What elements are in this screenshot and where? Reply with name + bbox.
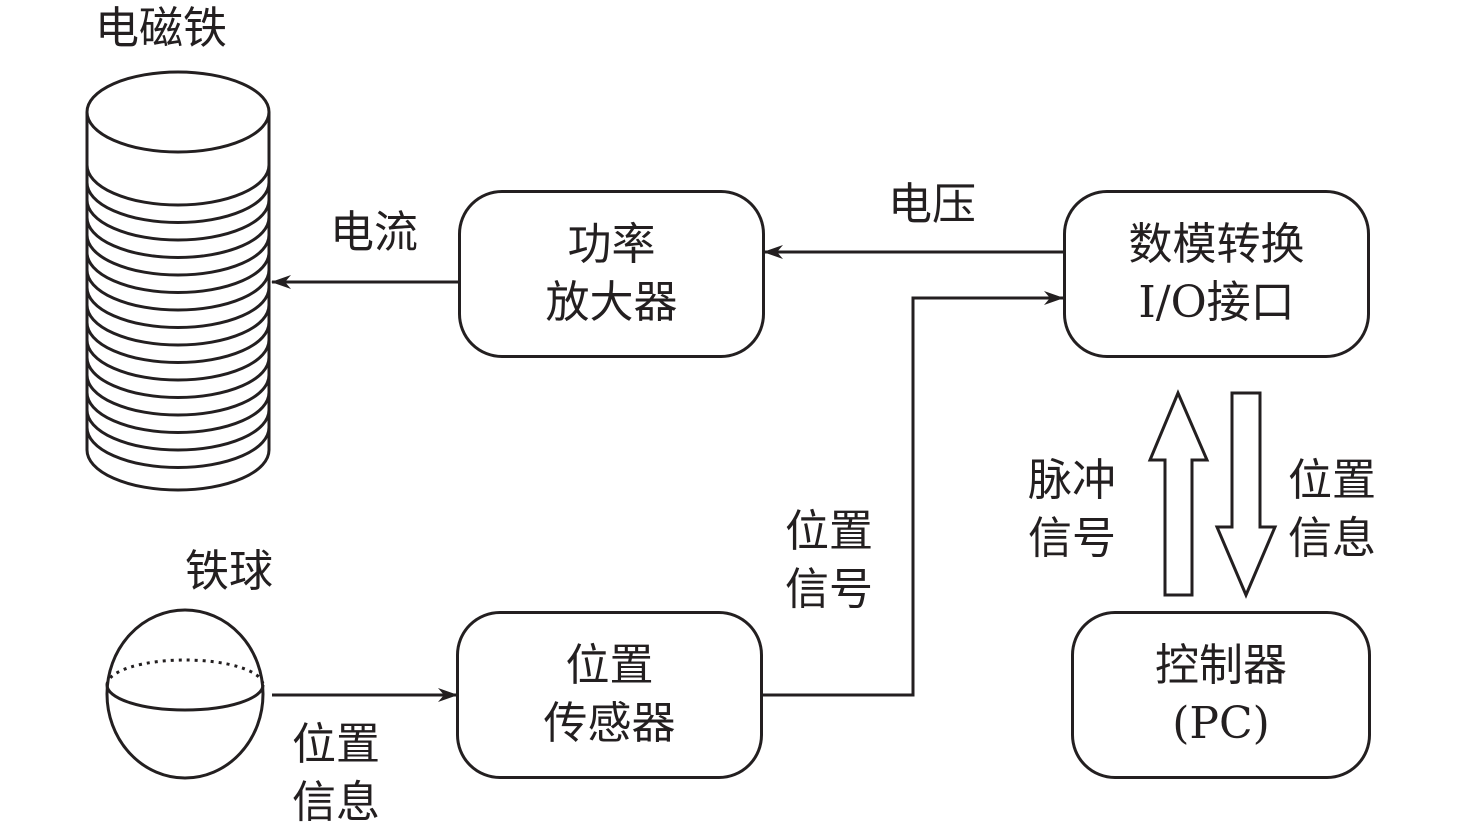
power-amplifier-box: 功率 放大器 [458, 190, 765, 358]
coil-winding [85, 199, 271, 242]
position-sensor-line-1: 位置 [565, 640, 654, 691]
position-sensor-box: 位置 传感器 [456, 611, 763, 779]
position-signal-label: 位置 信号 [785, 503, 873, 619]
coil-winding [85, 304, 271, 347]
dac-io-box: 数模转换 I/O接口 [1063, 190, 1370, 358]
coil-winding [85, 357, 271, 399]
pc-position-info-line-2: 信息 [1288, 513, 1376, 564]
iron-ball-label: 铁球 [185, 546, 273, 597]
coil-winding [85, 287, 271, 329]
coil-winding [85, 392, 271, 434]
voltage-label: 电压 [888, 179, 976, 230]
power-amplifier-line-2: 放大器 [545, 277, 678, 328]
ball-position-info-line-2: 信息 [292, 777, 380, 828]
position-signal-arrow [762, 291, 1064, 697]
coil-winding [85, 234, 271, 277]
pc-position-info-line-1: 位置 [1288, 455, 1376, 506]
coil-winding [85, 217, 271, 259]
electromagnet-label: 电磁铁 [95, 3, 227, 54]
coil-winding [85, 427, 271, 469]
coil-winding [85, 339, 271, 382]
position-signal-line-2: 信号 [785, 564, 873, 615]
controller-line-1: 控制器 [1155, 640, 1287, 691]
pulse-signal-up-arrow [1147, 389, 1210, 597]
coil-winding [85, 409, 271, 452]
coil-winding [85, 269, 271, 312]
current-label: 电流 [330, 207, 418, 258]
pc-position-info-label: 位置 信息 [1288, 452, 1376, 568]
position-info-down-arrow [1214, 391, 1278, 599]
coil-winding [85, 252, 271, 294]
ball-position-info-label: 位置 信息 [292, 716, 380, 832]
coil-winding [85, 374, 271, 417]
pulse-signal-line-1: 脉冲 [1028, 455, 1116, 506]
position-signal-line-1: 位置 [785, 506, 873, 557]
controller-line-2: (PC) [1172, 698, 1270, 749]
coil-winding [85, 182, 271, 224]
electromagnet-icon [85, 70, 271, 492]
position-sensor-line-2: 传感器 [543, 698, 676, 749]
pulse-signal-label: 脉冲 信号 [1028, 452, 1116, 568]
controller-box: 控制器 (PC) [1071, 611, 1371, 779]
coil-winding [85, 164, 271, 207]
power-amplifier-line-1: 功率 [567, 219, 656, 270]
pulse-signal-line-2: 信号 [1028, 513, 1116, 564]
dac-io-line-1: 数模转换 [1128, 219, 1305, 270]
dac-io-line-2: I/O接口 [1138, 277, 1295, 328]
iron-ball-icon [105, 608, 265, 780]
coil-winding [85, 322, 271, 364]
ball-position-info-line-1: 位置 [292, 719, 380, 770]
